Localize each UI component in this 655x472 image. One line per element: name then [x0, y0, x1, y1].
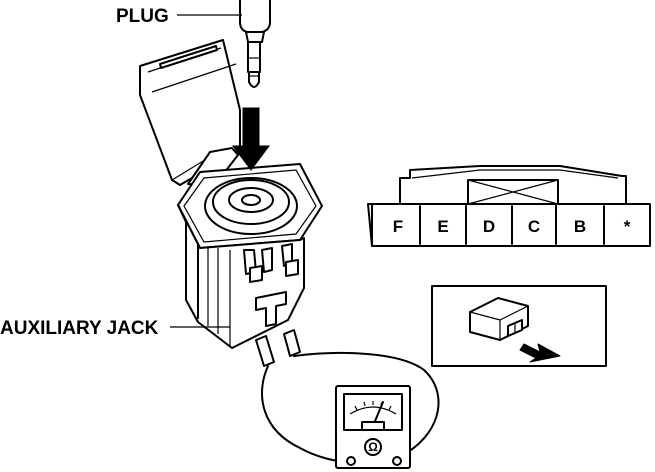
- pin-d: D: [483, 217, 495, 236]
- ohm-symbol: Ω: [368, 440, 378, 454]
- plug: [239, 0, 271, 88]
- ohmmeter: Ω: [335, 385, 411, 469]
- connector-pinout: F E D C B *: [367, 165, 651, 247]
- pin-b: B: [574, 217, 586, 236]
- meter-terminal-negative: [346, 456, 356, 466]
- auxiliary-jack: [139, 39, 323, 367]
- pointer-arrow-icon: [519, 343, 561, 363]
- connector-view-inset: [431, 285, 607, 367]
- range-dial: [364, 438, 382, 456]
- plug-callout: PLUG: [116, 6, 242, 27]
- plug-label: PLUG: [116, 6, 169, 27]
- auxiliary-jack-label: AUXILIARY JACK: [0, 318, 159, 339]
- pin-f: F: [393, 217, 403, 236]
- auxiliary-jack-callout: AUXILIARY JACK: [0, 318, 230, 339]
- pin-e: E: [437, 217, 448, 236]
- pin-c: C: [528, 217, 540, 236]
- meter-terminal-positive: [392, 456, 402, 466]
- pin-star: *: [624, 217, 631, 236]
- down-arrow-icon: [232, 107, 270, 171]
